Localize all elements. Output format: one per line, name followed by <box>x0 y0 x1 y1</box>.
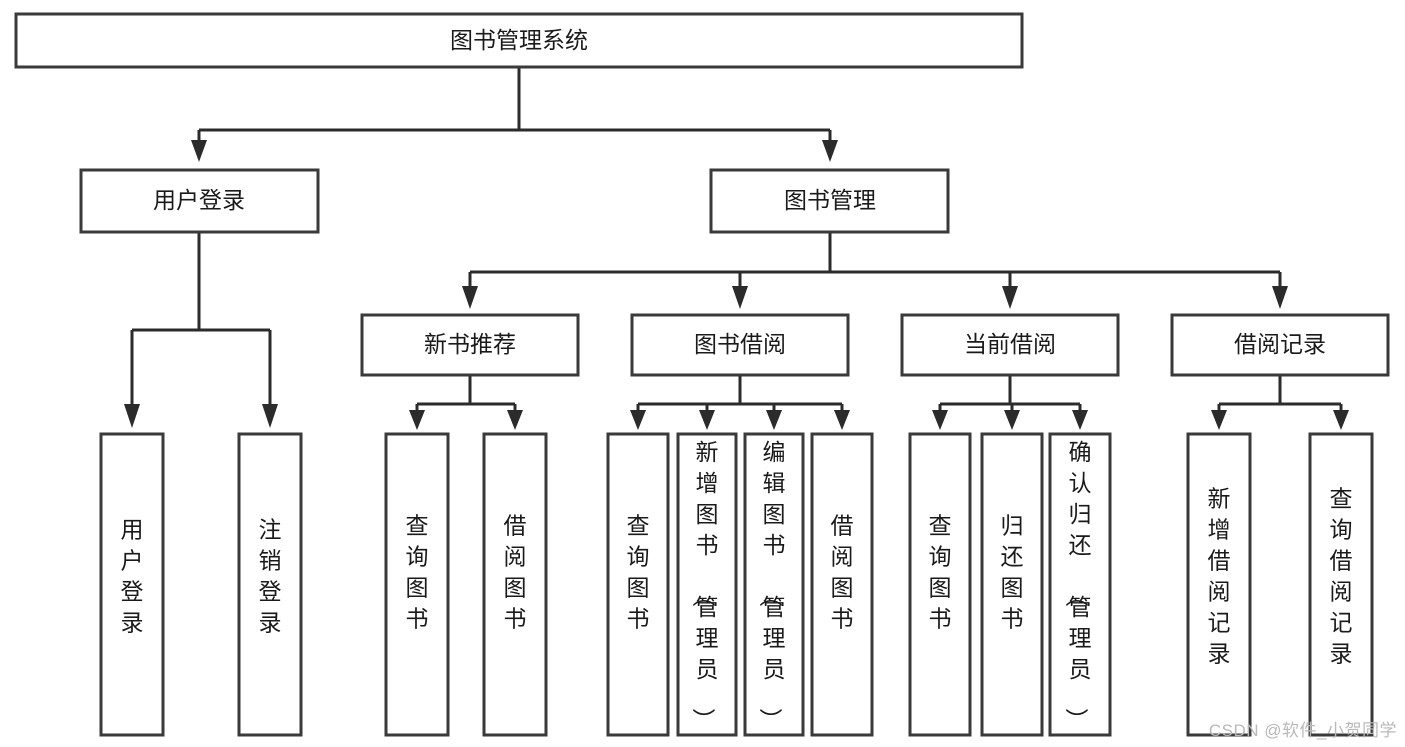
node-borrow-records-label: 借阅记录 <box>1234 331 1326 357</box>
csdn-watermark: CSDN @软件_小贺同学 <box>1208 721 1397 740</box>
node-leaf-user-login-label: 用户登录 <box>121 517 144 636</box>
node-leaf-confirm-return-box[interactable] <box>1048 432 1112 737</box>
node-new-book-recommend-label: 新书推荐 <box>424 331 516 357</box>
node-leaf-edit-book[interactable]: 编辑图书（管理员） <box>743 432 805 737</box>
node-user-login-box[interactable] <box>79 168 320 234</box>
node-leaf-query-book-1-box[interactable] <box>384 432 450 737</box>
node-leaf-return-book-box[interactable] <box>980 432 1044 737</box>
node-leaf-logout[interactable]: 注销登录 <box>237 432 303 737</box>
node-leaf-return-book[interactable]: 归还图书 <box>980 432 1044 737</box>
node-book-borrow[interactable]: 图书借阅 <box>630 313 850 377</box>
node-new-book-recommend-box[interactable] <box>360 313 580 377</box>
connectors-current-borrow-to-leaves <box>932 375 1088 430</box>
node-leaf-confirm-return-label: 确认归还（管理员） <box>1064 439 1092 731</box>
node-book-management-box[interactable] <box>709 168 950 234</box>
node-current-borrow-box[interactable] <box>900 313 1120 377</box>
node-current-borrow-label: 当前借阅 <box>964 331 1056 357</box>
node-root[interactable]: 图书管理系统 <box>14 12 1024 69</box>
node-book-management[interactable]: 图书管理 <box>709 168 950 234</box>
arrowhead-leaf-edit-book <box>766 410 782 430</box>
node-new-book-recommend[interactable]: 新书推荐 <box>360 313 580 377</box>
arrowhead-leaf-borrow-book-2 <box>834 410 850 430</box>
node-leaf-add-record-box[interactable] <box>1186 432 1252 737</box>
node-current-borrow[interactable]: 当前借阅 <box>900 313 1120 377</box>
node-leaf-borrow-book-2-box[interactable] <box>810 432 874 737</box>
arrowhead-book-borrow <box>732 286 748 309</box>
arrowhead-leaf-logout <box>262 404 278 428</box>
arrowhead-leaf-return-book <box>1004 410 1020 430</box>
connectors-root-to-level2 <box>191 67 838 162</box>
node-leaf-borrow-book-1[interactable]: 借阅图书 <box>482 432 548 737</box>
arrowhead-borrow-records <box>1272 286 1288 309</box>
node-leaf-logout-box[interactable] <box>237 432 303 737</box>
arrowhead-leaf-query-book-1 <box>409 410 425 430</box>
node-leaf-query-record[interactable]: 查询借阅记录 <box>1308 432 1374 737</box>
node-user-login-label: 用户登录 <box>153 187 245 213</box>
connectors-user-login-to-leaves <box>124 232 278 428</box>
node-leaf-query-book-3-label: 查询图书 <box>929 513 952 632</box>
node-leaf-add-book[interactable]: 新增图书（管理员） <box>676 432 738 737</box>
node-book-borrow-label: 图书借阅 <box>694 331 786 357</box>
node-leaf-add-record[interactable]: 新增借阅记录 <box>1186 432 1252 737</box>
node-leaf-query-book-1[interactable]: 查询图书 <box>384 432 450 737</box>
arrowhead-leaf-query-book-2 <box>630 410 646 430</box>
connectors-book-mgmt-to-level3 <box>462 232 1288 309</box>
node-leaf-query-book-2-label: 查询图书 <box>627 513 650 632</box>
connectors-book-borrow-to-leaves <box>630 375 850 430</box>
node-leaf-query-book-2-box[interactable] <box>606 432 670 737</box>
node-root-label: 图书管理系统 <box>450 27 588 53</box>
arrowhead-leaf-add-record <box>1211 410 1227 430</box>
node-borrow-records[interactable]: 借阅记录 <box>1170 313 1390 377</box>
node-book-borrow-box[interactable] <box>630 313 850 377</box>
arrowhead-leaf-confirm-return <box>1072 410 1088 430</box>
node-leaf-edit-book-box[interactable] <box>743 432 805 737</box>
node-leaf-borrow-book-2[interactable]: 借阅图书 <box>810 432 874 737</box>
node-user-login[interactable]: 用户登录 <box>79 168 320 234</box>
node-leaf-query-record-box[interactable] <box>1308 432 1374 737</box>
node-book-management-label: 图书管理 <box>784 187 876 213</box>
arrowhead-book-mgmt <box>822 140 838 162</box>
arrowhead-leaf-add-book <box>699 410 715 430</box>
connectors-borrow-records-to-leaves <box>1211 375 1349 430</box>
connectors-new-book-to-leaves <box>409 375 523 430</box>
node-leaf-user-login[interactable]: 用户登录 <box>99 432 165 737</box>
arrowhead-leaf-query-record <box>1333 410 1349 430</box>
node-leaf-user-login-box[interactable] <box>99 432 165 737</box>
node-leaf-borrow-book-1-label: 借阅图书 <box>504 513 527 632</box>
arrowhead-new-book-rec <box>462 286 478 309</box>
arrowhead-user-login <box>191 140 207 162</box>
node-borrow-records-box[interactable] <box>1170 313 1390 377</box>
node-leaf-query-record-label: 查询借阅记录 <box>1330 486 1353 667</box>
node-root-box[interactable] <box>14 12 1024 69</box>
arrowhead-leaf-user-login <box>124 404 140 428</box>
node-leaf-query-book-1-label: 查询图书 <box>406 513 429 632</box>
node-leaf-return-book-label: 归还图书 <box>1001 513 1024 632</box>
arrowhead-leaf-borrow-book-1 <box>507 410 523 430</box>
node-leaf-add-book-label: 新增图书（管理员） <box>691 439 719 731</box>
node-leaf-add-record-label: 新增借阅记录 <box>1208 486 1231 667</box>
arrowhead-current-borrow <box>1002 286 1018 309</box>
node-leaf-query-book-3-box[interactable] <box>908 432 972 737</box>
node-leaf-confirm-return[interactable]: 确认归还（管理员） <box>1048 432 1112 737</box>
node-leaf-add-book-box[interactable] <box>676 432 738 737</box>
node-leaf-query-book-3[interactable]: 查询图书 <box>908 432 972 737</box>
node-leaf-borrow-book-1-box[interactable] <box>482 432 548 737</box>
node-leaf-logout-label: 注销登录 <box>259 517 282 636</box>
node-leaf-edit-book-label: 编辑图书（管理员） <box>758 439 786 731</box>
node-leaf-query-book-2[interactable]: 查询图书 <box>606 432 670 737</box>
node-leaf-borrow-book-2-label: 借阅图书 <box>831 513 854 632</box>
arrowhead-leaf-query-book-3 <box>932 410 948 430</box>
